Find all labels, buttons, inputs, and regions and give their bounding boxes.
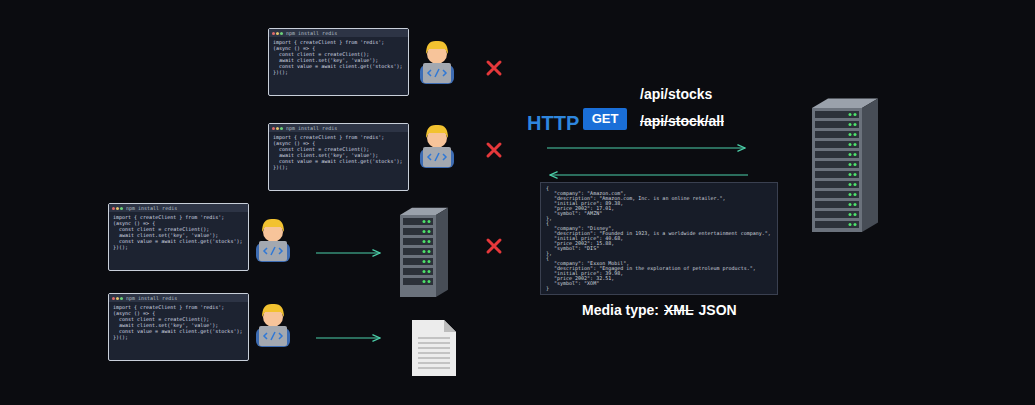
fail-cross <box>488 144 500 156</box>
server-icon <box>400 208 448 297</box>
endpoint-label: /api/stocks <box>640 86 712 103</box>
code-line: await client.set('key', 'value'); <box>113 322 244 328</box>
flow-arrow <box>316 337 380 338</box>
developer-figure <box>420 125 454 168</box>
media-type-option: XML <box>664 302 694 319</box>
code-line: const client = createClient(); <box>273 51 404 57</box>
code-line: (async () => { <box>113 310 244 316</box>
code-line: const value = await client.get('stocks')… <box>113 238 244 244</box>
code-line: (async () => { <box>273 45 404 51</box>
code-line: import { createClient } from 'redis'; <box>113 214 244 220</box>
method-badge: GET <box>583 108 627 130</box>
server-icon <box>812 98 878 232</box>
response-panel: {"company": "Amazon.com","description": … <box>540 182 778 295</box>
code-line: import { createClient } from 'redis'; <box>113 304 244 310</box>
code-panel: npm install redis import { createClient }… <box>268 28 409 96</box>
code-line: const value = await client.get('stocks')… <box>273 63 404 69</box>
flow-arrow <box>550 174 748 175</box>
command-text: npm install redis <box>109 294 248 302</box>
code-line: })(); <box>113 334 244 340</box>
developer-figure <box>256 304 290 347</box>
flow-arrow <box>547 147 745 148</box>
code-line: await client.set('key', 'value'); <box>113 232 244 238</box>
endpoint-label: /api/stock/all <box>640 113 724 130</box>
command-text: npm install redis <box>269 29 408 37</box>
command-text: npm install redis <box>109 204 248 212</box>
json-line: }, <box>546 216 772 221</box>
flow-arrow <box>316 252 380 253</box>
json-line: }, <box>546 251 772 256</box>
code-line: })(); <box>273 164 404 170</box>
developer-figure <box>256 219 290 262</box>
code-panel: npm install redis import { createClient }… <box>108 203 249 271</box>
code-line: import { createClient } from 'redis'; <box>273 39 404 45</box>
fail-cross <box>488 62 500 74</box>
code-line: })(); <box>113 244 244 250</box>
json-line: "symbol": "DIS" <box>546 246 772 251</box>
code-line: (async () => { <box>273 140 404 146</box>
code-line: const client = createClient(); <box>113 316 244 322</box>
command-text: npm install redis <box>269 124 408 132</box>
developer-figure <box>420 41 454 84</box>
code-line: import { createClient } from 'redis'; <box>273 134 404 140</box>
json-line: "symbol": "AMZN" <box>546 211 772 216</box>
code-line: const value = await client.get('stocks')… <box>113 328 244 334</box>
code-line: const value = await client.get('stocks')… <box>273 158 404 164</box>
code-panel: npm install redis import { createClient }… <box>108 293 249 361</box>
media-type-option: JSON <box>699 302 737 319</box>
code-line: await client.set('key', 'value'); <box>273 152 404 158</box>
code-line: await client.set('key', 'value'); <box>273 57 404 63</box>
media-type-label: Media type: <box>582 302 659 319</box>
json-line: "symbol": "XOM" <box>546 281 772 286</box>
media-type-row: Media type: XML JSON <box>582 302 737 319</box>
code-line: (async () => { <box>113 220 244 226</box>
document-icon <box>412 320 456 376</box>
code-panel: npm install redis import { createClient }… <box>268 123 409 191</box>
json-line: } <box>546 286 772 291</box>
method-text: GET <box>590 111 620 127</box>
protocol-label: HTTP <box>527 111 579 135</box>
code-line: const client = createClient(); <box>113 226 244 232</box>
code-line: })(); <box>273 69 404 75</box>
code-line: const client = createClient(); <box>273 146 404 152</box>
fail-cross <box>488 240 500 252</box>
